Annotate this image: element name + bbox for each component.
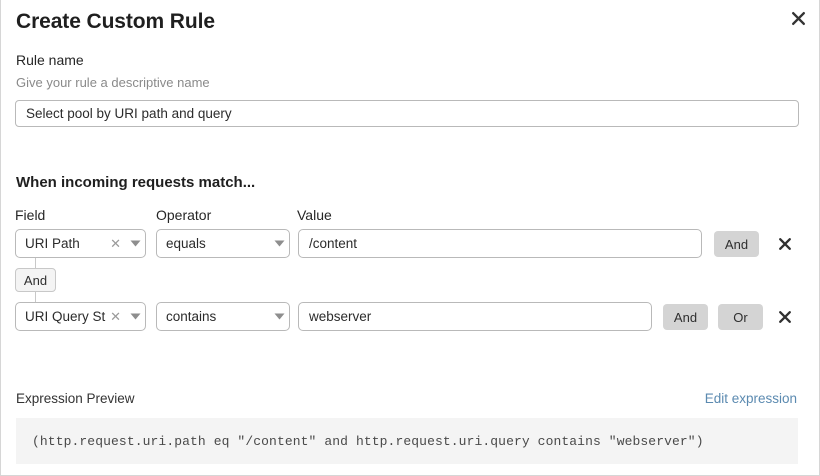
connector-line-top bbox=[35, 258, 36, 268]
condition-row: URI Query St... ✕ contains And Or bbox=[1, 302, 820, 331]
close-icon[interactable] bbox=[786, 6, 810, 30]
field-select-1[interactable]: URI Path ✕ bbox=[15, 229, 146, 258]
expression-preview-box: (http.request.uri.path eq "/content" and… bbox=[16, 418, 798, 464]
operator-select-2-value: contains bbox=[166, 309, 217, 324]
edit-expression-link[interactable]: Edit expression bbox=[704, 391, 797, 406]
rule-name-label: Rule name bbox=[16, 52, 84, 68]
chevron-down-icon[interactable] bbox=[125, 240, 145, 247]
and-button-1[interactable]: And bbox=[714, 231, 759, 257]
expression-preview-text: (http.request.uri.path eq "/content" and… bbox=[32, 433, 704, 449]
value-input-2[interactable] bbox=[298, 302, 652, 331]
page-title: Create Custom Rule bbox=[16, 10, 215, 33]
or-button-2[interactable]: Or bbox=[718, 304, 763, 330]
operator-select-1[interactable]: equals bbox=[156, 229, 290, 258]
operator-select-2[interactable]: contains bbox=[156, 302, 290, 331]
value-input-1[interactable] bbox=[298, 229, 702, 258]
clear-icon[interactable]: ✕ bbox=[110, 236, 121, 251]
delete-condition-icon[interactable] bbox=[774, 233, 796, 255]
chevron-down-icon[interactable] bbox=[125, 313, 145, 320]
delete-condition-icon[interactable] bbox=[774, 306, 796, 328]
field-select-2[interactable]: URI Query St... ✕ bbox=[15, 302, 146, 331]
field-select-2-value: URI Query St... bbox=[25, 309, 106, 324]
field-select-1-value: URI Path bbox=[25, 236, 80, 251]
chevron-down-icon[interactable] bbox=[269, 313, 289, 320]
column-header-value: Value bbox=[297, 207, 332, 223]
condition-row: URI Path ✕ equals And bbox=[1, 229, 820, 258]
chevron-down-icon[interactable] bbox=[269, 240, 289, 247]
match-section-heading: When incoming requests match... bbox=[16, 174, 256, 191]
clear-icon[interactable]: ✕ bbox=[110, 309, 121, 324]
rule-name-input[interactable] bbox=[15, 100, 799, 127]
connector-line-bottom bbox=[35, 292, 36, 302]
rule-name-help-text: Give your rule a descriptive name bbox=[16, 75, 210, 90]
operator-select-1-value: equals bbox=[166, 236, 206, 251]
column-header-operator: Operator bbox=[156, 207, 212, 223]
and-button-2[interactable]: And bbox=[663, 304, 708, 330]
expression-preview-label: Expression Preview bbox=[16, 391, 135, 406]
column-header-field: Field bbox=[15, 207, 46, 223]
and-connector-badge[interactable]: And bbox=[15, 268, 56, 292]
